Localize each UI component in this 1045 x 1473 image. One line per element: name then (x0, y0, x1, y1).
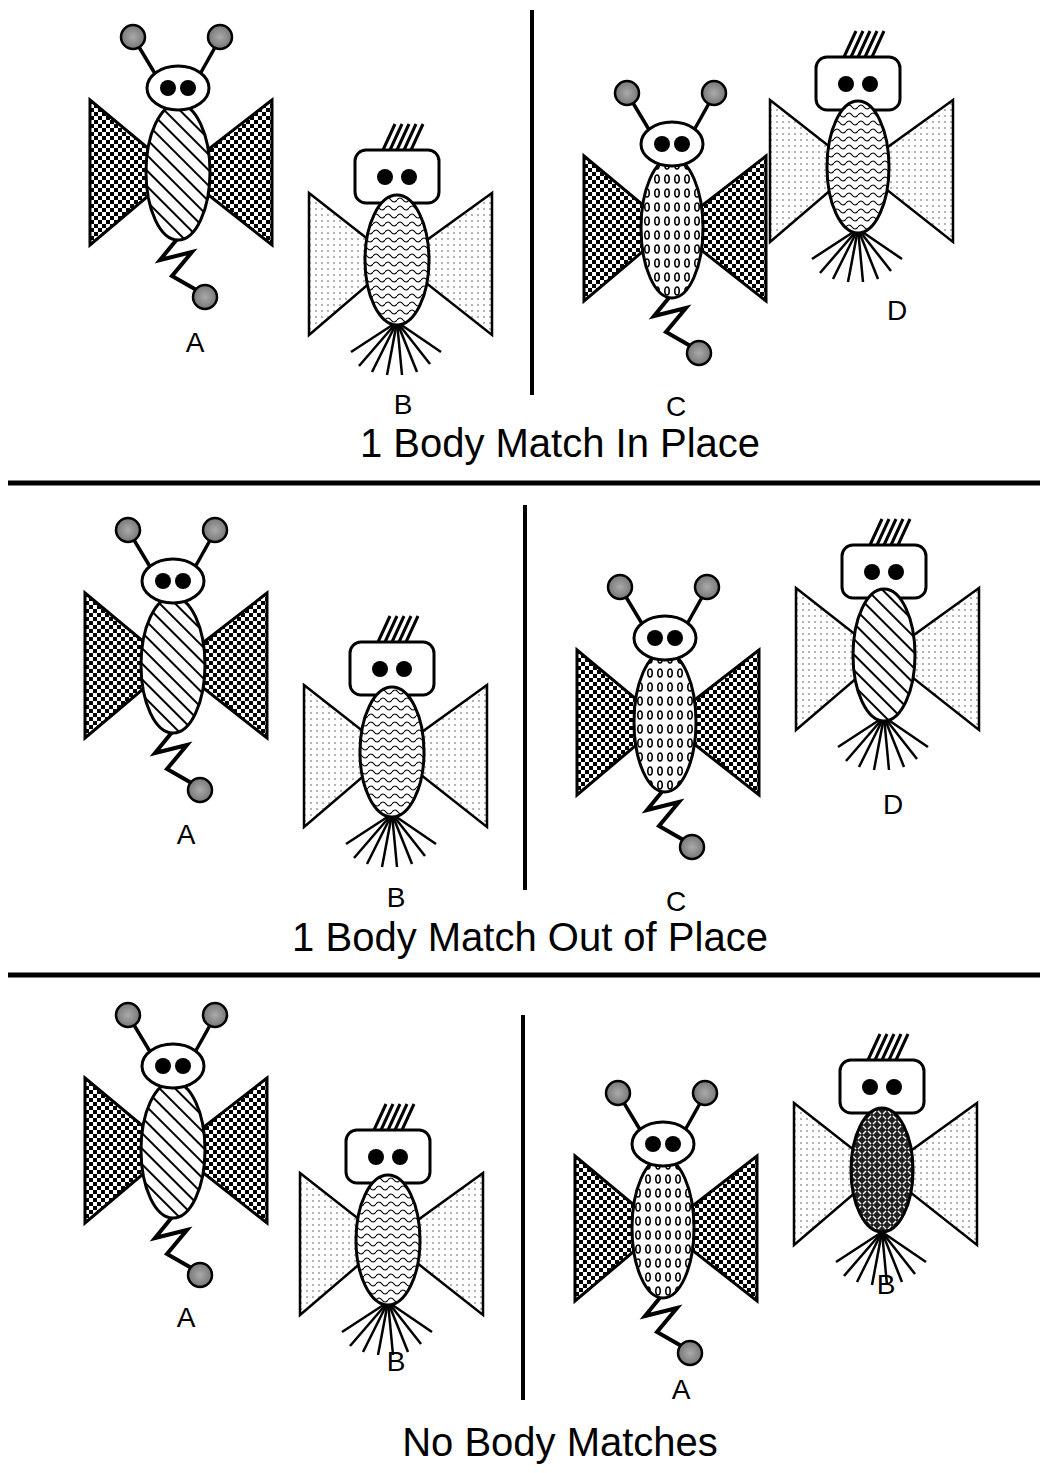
section-title: No Body Matches (402, 1420, 718, 1464)
section-title: 1 Body Match In Place (360, 421, 760, 465)
bug-figure (794, 1034, 977, 1285)
bug-figure (304, 616, 487, 867)
figure-label: B (877, 1270, 896, 1301)
bug-figure (577, 575, 759, 859)
figure-label: A (177, 820, 196, 851)
figure-label: B (394, 390, 413, 421)
figure-label: D (883, 790, 903, 821)
bug-figure (90, 25, 272, 309)
bug-figure (85, 1003, 267, 1287)
section-title: 1 Body Match Out of Place (292, 915, 768, 959)
figure-label: B (387, 883, 406, 914)
figure-label: A (186, 328, 205, 359)
bug-figure (575, 1081, 757, 1365)
bug-figure (770, 31, 953, 282)
figure-label: A (672, 1375, 691, 1406)
figure-label: D (887, 296, 907, 327)
figure-label: B (387, 1347, 406, 1378)
bug-figure (85, 518, 267, 802)
figure-label: A (177, 1303, 196, 1334)
bug-figure (309, 124, 492, 375)
separator-lines (8, 10, 1040, 1400)
bug-figure (300, 1104, 483, 1355)
figure-label: C (666, 887, 686, 918)
figure-label: C (666, 392, 686, 423)
bug-figure (584, 81, 766, 365)
bug-figure (796, 519, 979, 770)
